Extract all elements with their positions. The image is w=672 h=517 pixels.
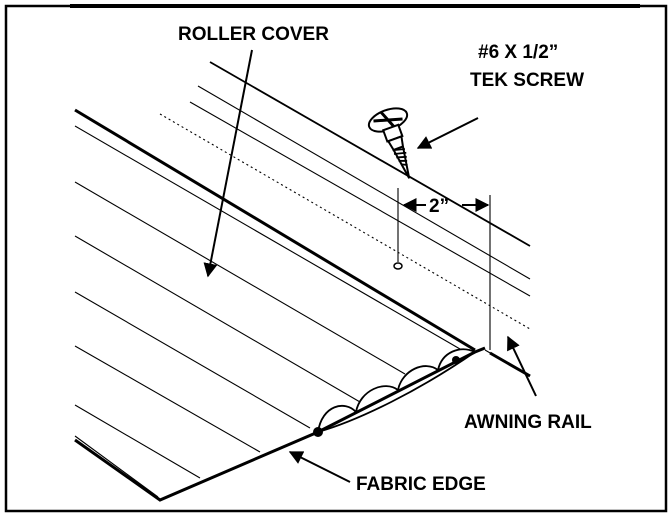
- screw-size-label: #6 X 1/2”: [478, 42, 558, 63]
- leader-arrows: [203, 49, 537, 483]
- roller-cover-label: ROLLER COVER: [178, 24, 329, 45]
- awning-rail-lines: [74, 61, 531, 378]
- awning-rail-label: AWNING RAIL: [464, 412, 592, 433]
- roller-cover-lines: [74, 125, 461, 479]
- fabric-edge-lines: [74, 346, 486, 502]
- dimension-label: 2”: [429, 196, 449, 217]
- dimension-marker: [402, 195, 491, 350]
- tek-screw-icon: [367, 107, 411, 179]
- screw-hole-marker: [393, 188, 403, 270]
- fabric-edge-label: FABRIC EDGE: [356, 474, 486, 495]
- screw-type-label: TEK SCREW: [470, 70, 584, 91]
